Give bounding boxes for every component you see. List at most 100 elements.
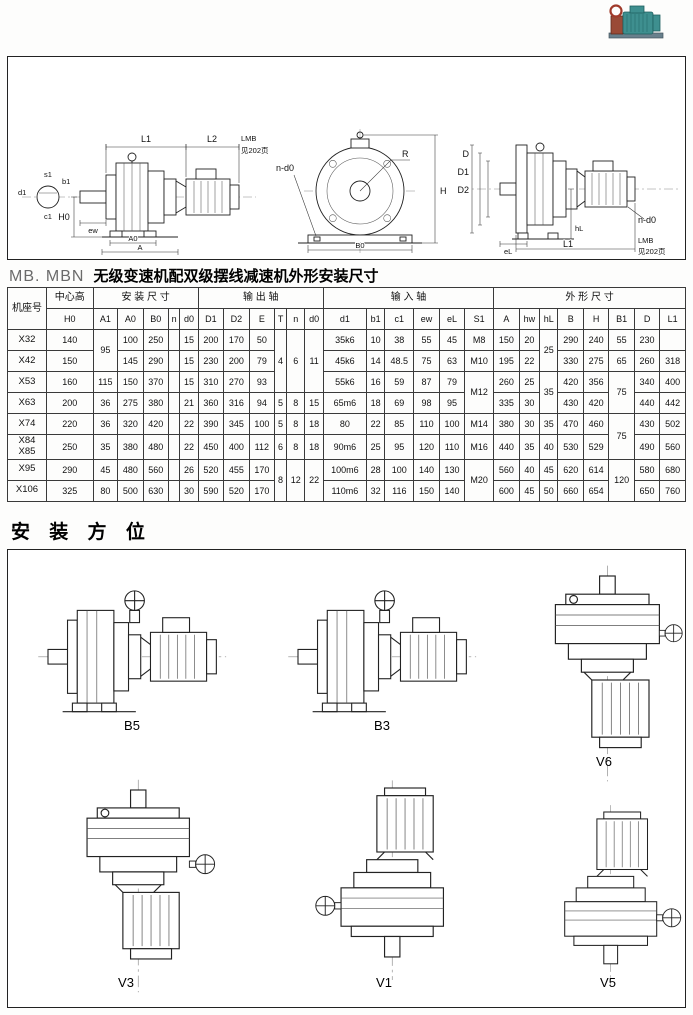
table-col-header: S1 — [464, 308, 495, 330]
table-col-header: D2 — [223, 308, 250, 330]
row-model: X63 — [7, 392, 47, 414]
table-cell: 560 — [493, 458, 520, 481]
table-cell: 100 — [248, 413, 276, 435]
table-cell: 35 — [539, 413, 559, 435]
table-cell: 45 — [518, 479, 541, 502]
row-model: X53 — [7, 371, 47, 393]
table-cell: 290 — [557, 329, 584, 351]
table-cell: 115 — [92, 371, 119, 393]
ref-note: 见202页 — [241, 146, 269, 155]
table-cell: 200 — [46, 392, 94, 414]
table-cell: 420 — [557, 371, 584, 393]
table-cell: 6 — [274, 434, 288, 460]
table-cell: 650 — [633, 479, 661, 502]
dim-label-D: D — [463, 149, 470, 159]
table-cell: 80 — [92, 479, 119, 502]
table-cell: 35 — [539, 371, 559, 414]
table-cell: 59 — [384, 371, 415, 393]
table-cell: 55 — [608, 329, 635, 351]
table-cell: 250 — [142, 329, 170, 351]
dim-label-H0: H0 — [58, 212, 70, 222]
table-cell: 63 — [438, 350, 466, 372]
table-cell: 79 — [248, 350, 276, 372]
orientation-label-B3: B3 — [374, 718, 390, 733]
table-cell: 195 — [493, 350, 520, 372]
table-cell: 335 — [493, 392, 520, 414]
dim-label-D2: D2 — [457, 185, 469, 195]
table-cell — [168, 458, 181, 481]
table-cell: 80 — [322, 413, 367, 435]
table-cell — [659, 329, 686, 351]
table-cell: 440 — [633, 392, 661, 414]
table-col-header: D — [633, 308, 661, 330]
table-cell: 8 — [274, 458, 288, 502]
gear-motor-illustration — [608, 4, 664, 39]
dim-label-R: R — [402, 149, 409, 159]
mounting-orientation-panel: B5 B3 V6 V3 V1 V5 — [7, 549, 686, 1008]
table-col-header: eL — [438, 308, 466, 330]
table-cell: 8 — [286, 392, 306, 414]
table-cell: 150 — [493, 329, 520, 351]
table-cell: 480 — [142, 434, 170, 460]
table-cell: 260 — [493, 371, 520, 393]
table-cell: 240 — [582, 329, 610, 351]
table-cell: 35k6 — [322, 329, 367, 351]
dim-label-H: H — [440, 186, 447, 196]
row-model: X32 — [7, 329, 47, 351]
table-cell: 100m6 — [322, 458, 367, 481]
table-cell: 30 — [518, 413, 541, 435]
table-col-header: H — [582, 308, 610, 330]
table-cell: 75 — [413, 350, 440, 372]
table-cell: 520 — [223, 479, 250, 502]
table-cell: 275 — [117, 392, 144, 414]
table-cell: 25 — [539, 329, 559, 372]
orientation-label-B5: B5 — [124, 718, 140, 733]
table-cell: M14 — [464, 413, 495, 435]
orientation-label-V5: V5 — [600, 975, 616, 990]
table-cell: 50 — [248, 329, 276, 351]
table-cell: 530 — [557, 434, 584, 460]
table-cell — [168, 479, 181, 502]
orientation-drawing-V1 — [315, 779, 445, 981]
table-cell: 25 — [518, 371, 541, 393]
section-title-mounting: 安 装 方 位 — [11, 522, 152, 543]
table-cell: 120 — [608, 458, 635, 502]
table-cell: 35 — [92, 434, 119, 460]
table-cell: 345 — [223, 413, 250, 435]
orientation-label-V1: V1 — [376, 975, 392, 990]
table-cell: 356 — [582, 371, 610, 393]
table-cell: M20 — [464, 458, 495, 502]
table-cell: 560 — [142, 458, 170, 481]
dim-label-A: A — [137, 243, 142, 252]
table-cell: 340 — [633, 371, 661, 393]
table-cell: 116 — [384, 479, 415, 502]
table-cell: 40 — [518, 458, 541, 481]
table-cell: 22 — [179, 413, 199, 435]
table-cell: 480 — [117, 458, 144, 481]
table-cell: M8 — [464, 329, 495, 351]
dim-label-nd0: n-d0 — [276, 163, 294, 173]
table-cell: 145 — [117, 350, 144, 372]
table-cell: 30 — [179, 479, 199, 502]
table-cell: 20 — [518, 329, 541, 351]
orientation-drawing-V6 — [554, 565, 683, 782]
table-cell: 230 — [197, 350, 225, 372]
dim-label-s1: s1 — [44, 170, 52, 179]
table-col-header: E — [248, 308, 276, 330]
table-cell: 36 — [92, 413, 119, 435]
table-cell: 440 — [493, 434, 520, 460]
table-cell: 460 — [582, 413, 610, 435]
orientation-drawing-V3 — [86, 779, 216, 993]
row-model: X84 X85 — [7, 434, 47, 460]
table-cell: 50 — [539, 479, 559, 502]
ref-note-right: 见202页 — [638, 247, 666, 256]
dim-label-ew: ew — [88, 226, 98, 235]
table-col-header: H0 — [46, 308, 94, 330]
table-cell: 65m6 — [322, 392, 367, 414]
table-cell: 600 — [493, 479, 520, 502]
table-cell: 654 — [582, 479, 610, 502]
table-cell: 380 — [142, 392, 170, 414]
table-cell: 320 — [117, 413, 144, 435]
table-cell: 75 — [608, 371, 635, 414]
table-cell: 94 — [248, 392, 276, 414]
